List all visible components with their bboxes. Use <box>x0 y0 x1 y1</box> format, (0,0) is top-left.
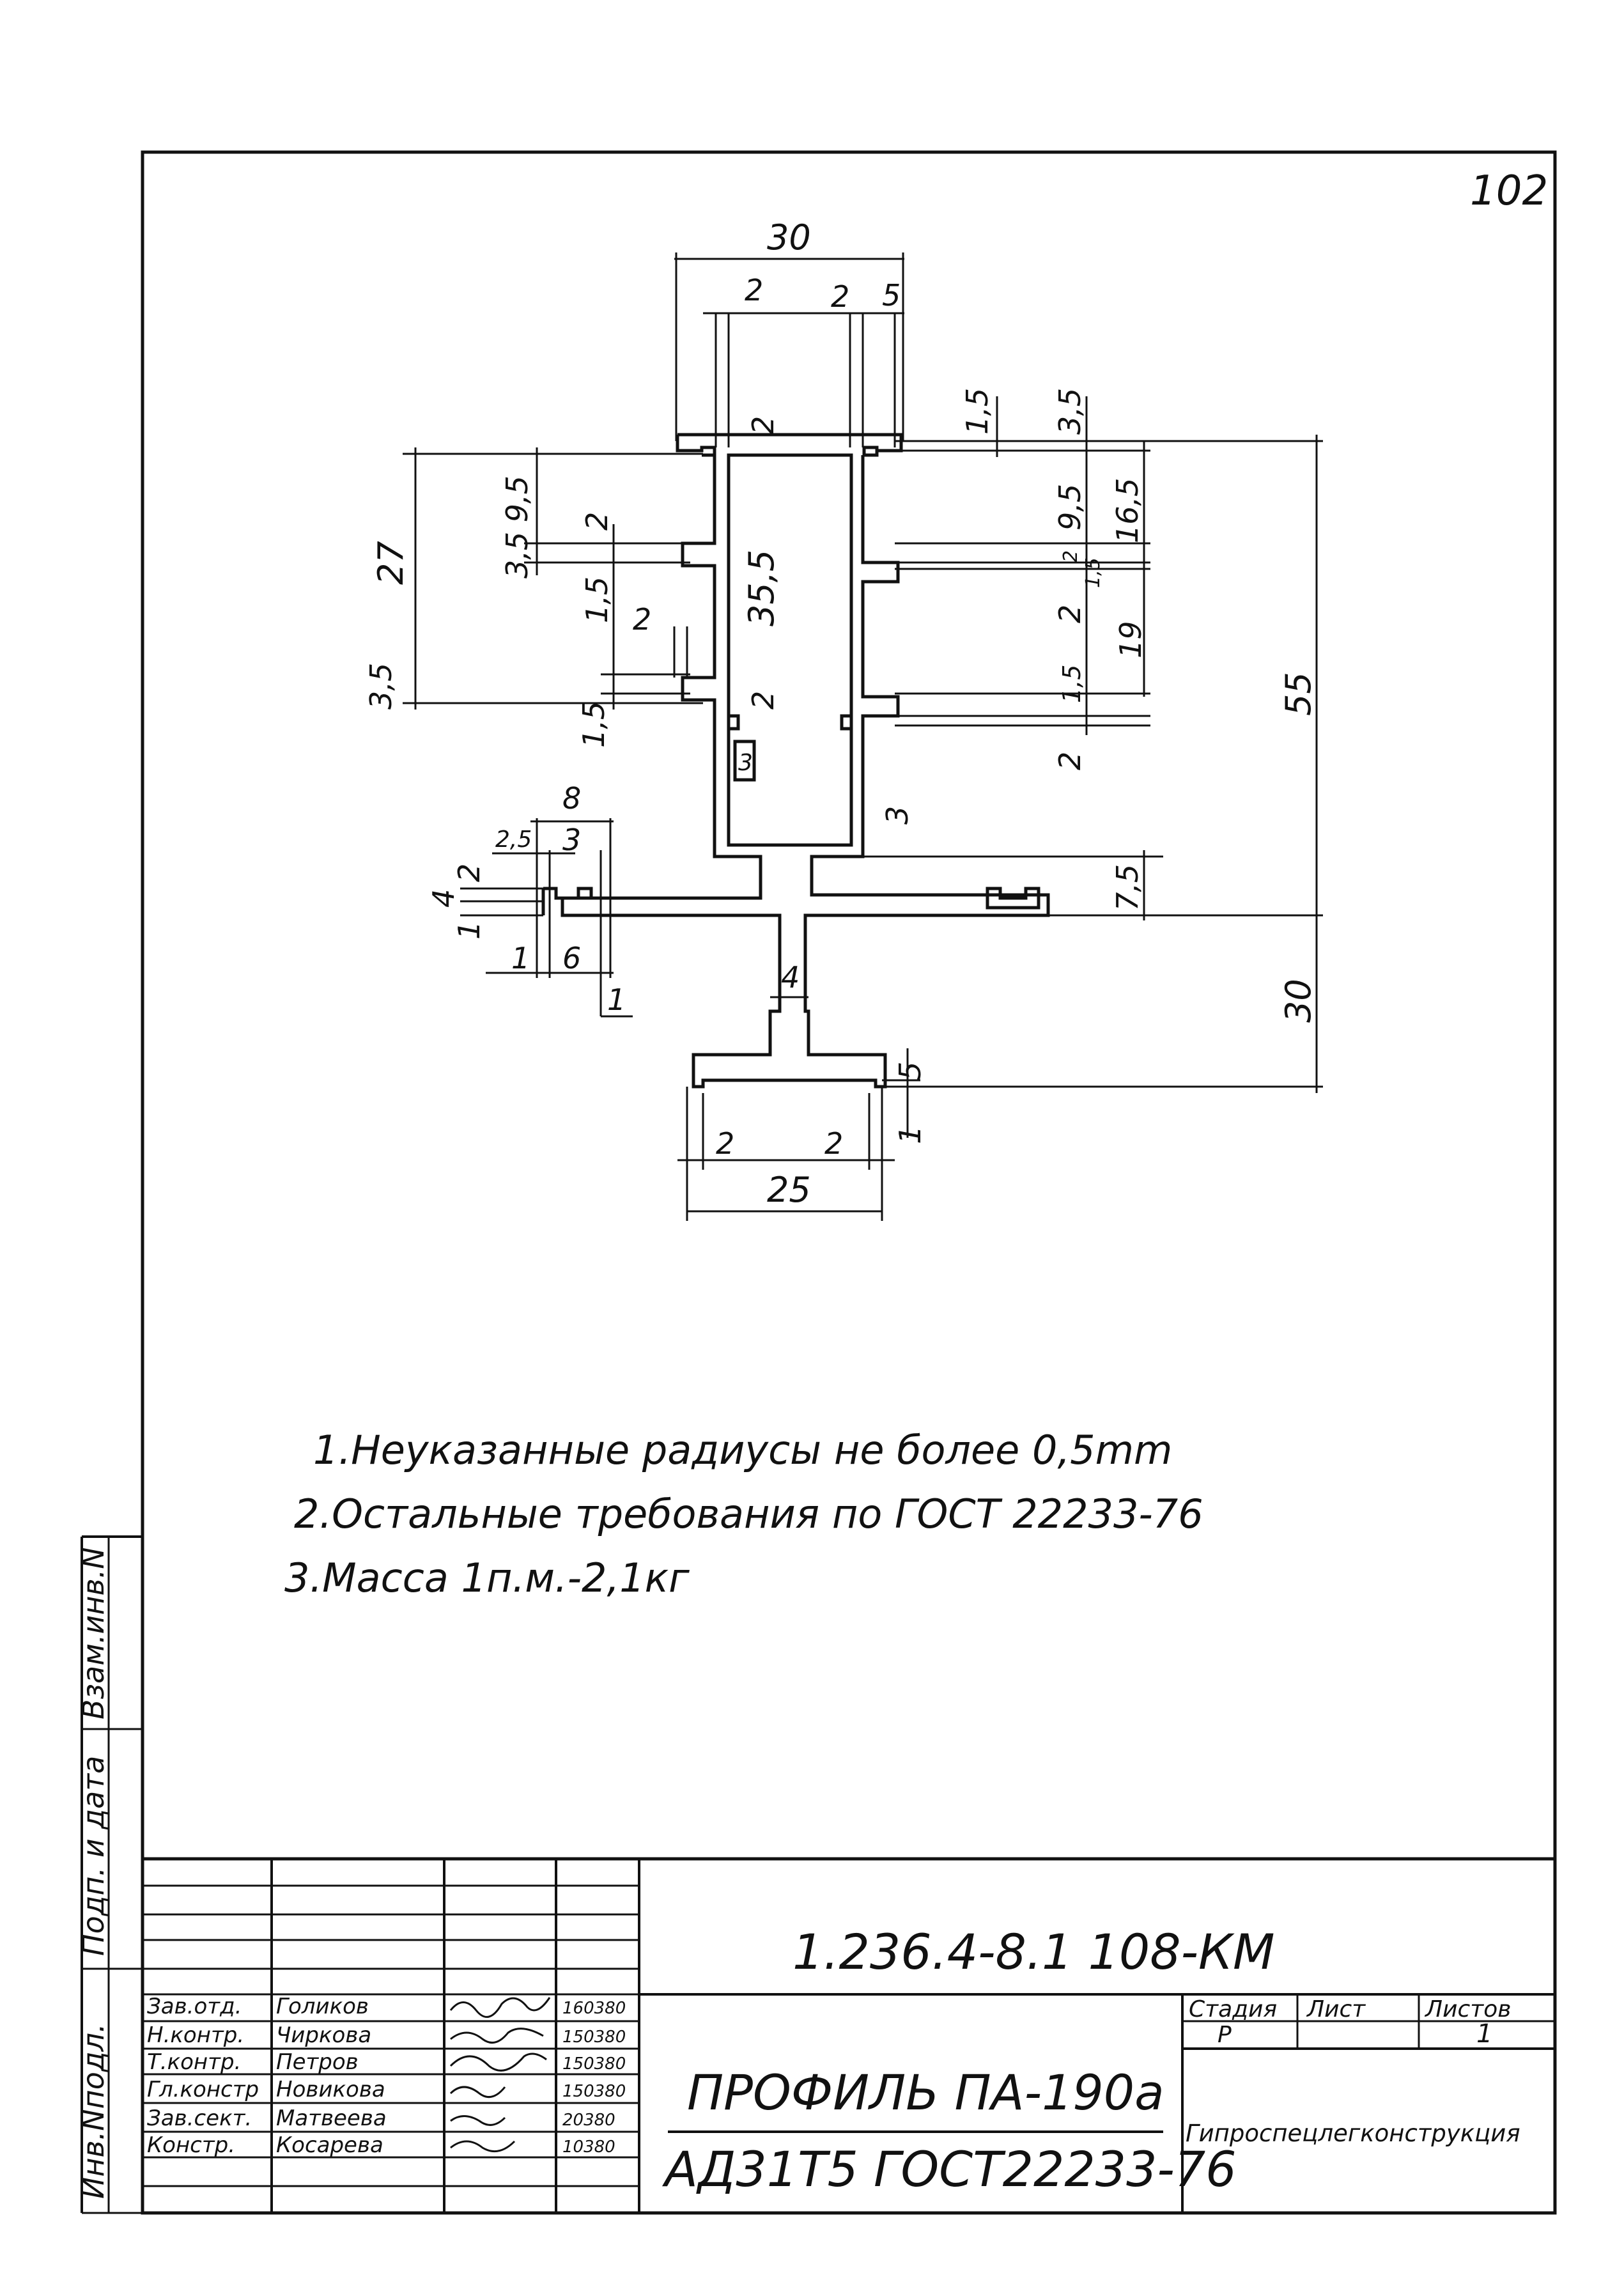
dim-slot-2-5: 2,5 <box>495 826 532 853</box>
stage-header: Стадия <box>1189 1996 1277 2022</box>
outer-frame <box>141 150 1557 2215</box>
dim-slot-1: 1 <box>452 921 486 940</box>
row-role: Т.контр. <box>147 2049 241 2075</box>
doc-code: 1.236.4-8.1 108-КМ <box>793 1923 1275 1980</box>
dimension-lines <box>403 252 1323 1221</box>
row-date: 160380 <box>562 1999 626 2018</box>
organization: Гипроспецлегконструкция <box>1186 2120 1520 2147</box>
dim-inner-35-5: 35,5 <box>741 550 782 626</box>
dim-inner-3: 3 <box>738 750 753 776</box>
row-name: Новикова <box>276 2077 385 2102</box>
dim-r-3: 3 <box>880 806 915 825</box>
dim-bottom-25: 25 <box>767 1170 811 1210</box>
dim-r-1-5-c: 1,5 <box>1058 665 1086 703</box>
dim-r-1-5-small: 1,5 <box>1082 557 1104 588</box>
dim-r-2-small: 2 <box>1060 550 1082 563</box>
dim-top-5: 5 <box>882 278 901 313</box>
dim-inner-2-bot: 2 <box>746 691 780 710</box>
row-date: 10380 <box>562 2138 615 2157</box>
notes: 1.Неуказанные радиусы не более 0,5mm 2.О… <box>284 1427 1203 1601</box>
row-role: Зав.сект. <box>147 2106 252 2131</box>
row-role: Констр. <box>147 2132 235 2158</box>
dim-r-2-c: 2 <box>1053 752 1087 770</box>
dim-l-2-a: 2 <box>580 512 614 531</box>
dim-slot-1c: 1 <box>607 982 626 1017</box>
title-block <box>141 1857 1557 2215</box>
profile-outline <box>676 433 903 457</box>
dim-slot-8: 8 <box>562 781 581 816</box>
dim-r-2-b: 2 <box>1053 605 1087 623</box>
dim-r-1: 1 <box>893 1126 927 1144</box>
dim-slot-2: 2 <box>452 864 486 882</box>
dim-top-2-left: 2 <box>745 273 763 307</box>
dim-l-27: 27 <box>371 541 411 585</box>
note-3: 3.Масса 1п.м.-2,1кг <box>284 1555 690 1601</box>
personnel-rows: Зав.отд. Голиков 160380 Н.контр. Чиркова… <box>147 1994 626 2158</box>
dim-top-2-right: 2 <box>831 279 849 314</box>
dim-slot-6: 6 <box>562 941 581 975</box>
row-date: 150380 <box>562 2054 626 2074</box>
dimension-labels: 30 2 2 5 1,5 3,5 9,5 16,5 2 1,5 2 19 1,5… <box>364 217 1319 1210</box>
page-number: 102 <box>1470 167 1548 215</box>
sheets-header: Листов <box>1424 1996 1511 2022</box>
title-line2: АД31Т5 ГОСТ22233-76 <box>661 2141 1237 2198</box>
row-date: 150380 <box>562 2082 626 2101</box>
row-name: Матвеева <box>276 2106 387 2131</box>
row-role: Гл.констр <box>147 2077 259 2102</box>
dim-top-width: 30 <box>767 217 811 258</box>
dim-l-1-5-a: 1,5 <box>580 577 614 623</box>
dim-l-2-b: 2 <box>633 602 651 637</box>
sheet-header: Лист <box>1306 1996 1366 2022</box>
dim-bottom-2-right: 2 <box>824 1126 843 1161</box>
profile-section <box>541 433 1050 1089</box>
dim-r-16-5: 16,5 <box>1110 478 1145 543</box>
dim-inner-2-top: 2 <box>746 416 780 435</box>
dim-l-1-5-b: 1,5 <box>576 701 611 748</box>
row-role: Зав.отд. <box>147 1994 242 2019</box>
dim-r-7-5: 7,5 <box>1110 864 1145 911</box>
side-stamp: Взам.инв.N Подп. и дата Инв.Nподл. <box>76 1535 143 2214</box>
dim-r-3-5-top: 3,5 <box>1053 388 1087 435</box>
note-2: 2.Остальные требования по ГОСТ 22233-76 <box>294 1491 1203 1537</box>
title-block-text: 1.236.4-8.1 108-КМ ПРОФИЛЬ ПА-190а АД31Т… <box>147 1923 1520 2198</box>
title-line1: ПРОФИЛЬ ПА-190а <box>687 2064 1164 2121</box>
row-name: Петров <box>276 2049 359 2075</box>
row-name: Чиркова <box>276 2022 371 2048</box>
dim-bottom-2-left: 2 <box>716 1126 734 1161</box>
note-1: 1.Неуказанные радиусы не более 0,5mm <box>313 1427 1172 1473</box>
signatures <box>449 1997 551 2153</box>
stage-value: Р <box>1218 2022 1232 2048</box>
dim-r-55: 55 <box>1278 672 1319 716</box>
sheets-value: 1 <box>1476 2019 1492 2049</box>
dim-l-3-5: 3,5 <box>364 663 398 710</box>
dim-r-30: 30 <box>1278 979 1319 1023</box>
dim-stem-4: 4 <box>781 960 800 995</box>
dim-r-9-5: 9,5 <box>1053 484 1087 531</box>
stamp-inv-podl: Инв.Nподл. <box>76 2023 111 2199</box>
row-date: 150380 <box>562 2028 626 2047</box>
stamp-vzam: Взам.инв.N <box>76 1547 111 1719</box>
row-name: Косарева <box>276 2132 383 2158</box>
dim-r-5: 5 <box>893 1062 927 1080</box>
dim-l-3-5-9-5: 3,5 9,5 <box>500 476 534 578</box>
dim-slot-4: 4 <box>426 889 461 908</box>
dim-r-19: 19 <box>1113 621 1148 658</box>
dim-slot-3: 3 <box>562 823 581 857</box>
profile-inner-box <box>727 453 853 847</box>
row-date: 20380 <box>562 2111 615 2130</box>
dim-slot-1b: 1 <box>511 941 530 975</box>
row-role: Н.контр. <box>147 2022 244 2048</box>
dim-r-1-5-top: 1,5 <box>960 388 994 435</box>
stamp-podp-data: Подп. и дата <box>76 1756 111 1956</box>
row-name: Голиков <box>276 1994 369 2019</box>
